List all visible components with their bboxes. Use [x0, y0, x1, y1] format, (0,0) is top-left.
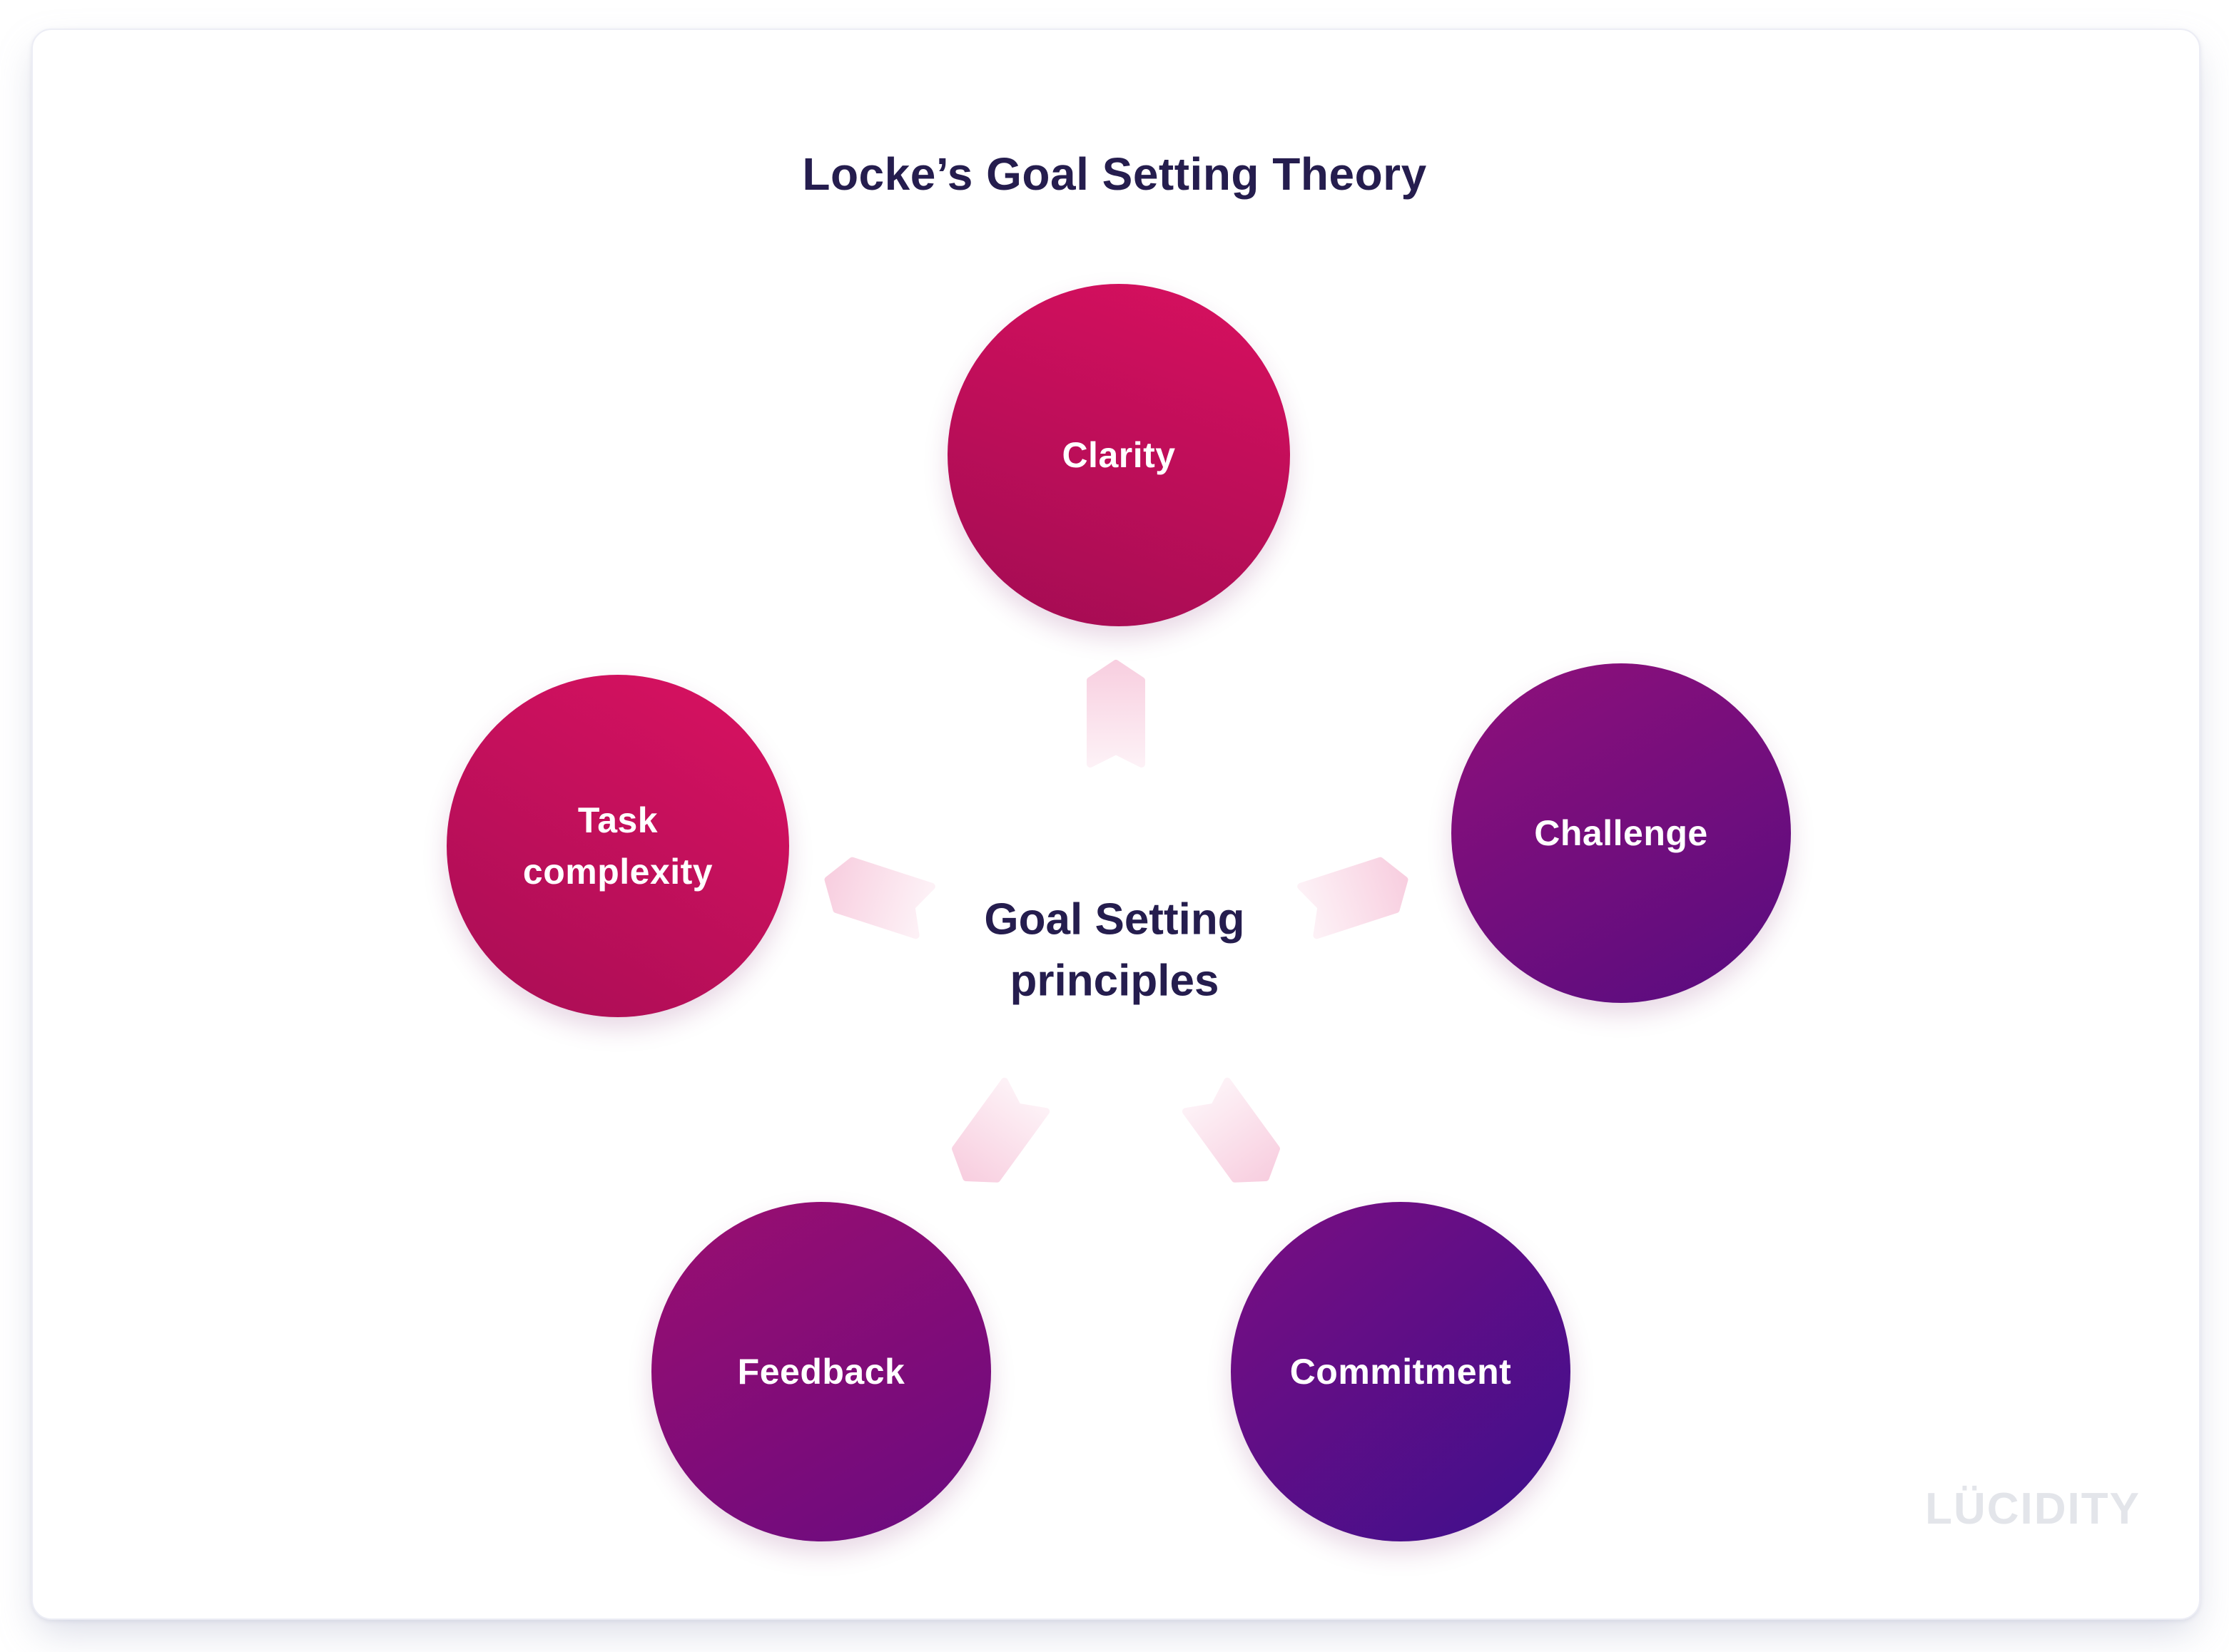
center-label: Goal Setting principles — [984, 894, 1245, 1005]
arrow-to-task-complexity-icon — [820, 855, 931, 935]
node-label-clarity: Clarity — [1062, 434, 1176, 475]
node-label-challenge: Challenge — [1534, 812, 1708, 853]
lucidity-watermark: LÜCIDITY — [1925, 1484, 2141, 1534]
arrow-to-feedback-icon — [945, 1081, 1046, 1193]
arrow-to-challenge-icon — [1301, 855, 1412, 935]
node-label-commitment: Commitment — [1289, 1351, 1512, 1392]
diagram-title: Locke’s Goal Setting Theory — [802, 148, 1427, 200]
node-task-complexity: Task complexity — [447, 675, 789, 1017]
node-challenge: Challenge — [1451, 663, 1791, 1003]
node-label-feedback: Feedback — [737, 1351, 905, 1392]
node-commitment: Commitment — [1231, 1202, 1570, 1541]
node-feedback: Feedback — [651, 1202, 991, 1541]
node-clarity: Clarity — [948, 284, 1290, 626]
arrow-to-commitment-icon — [1186, 1081, 1286, 1193]
node-label-task-complexity: Task complexity — [522, 800, 714, 892]
arrow-to-clarity-icon — [1090, 663, 1142, 764]
